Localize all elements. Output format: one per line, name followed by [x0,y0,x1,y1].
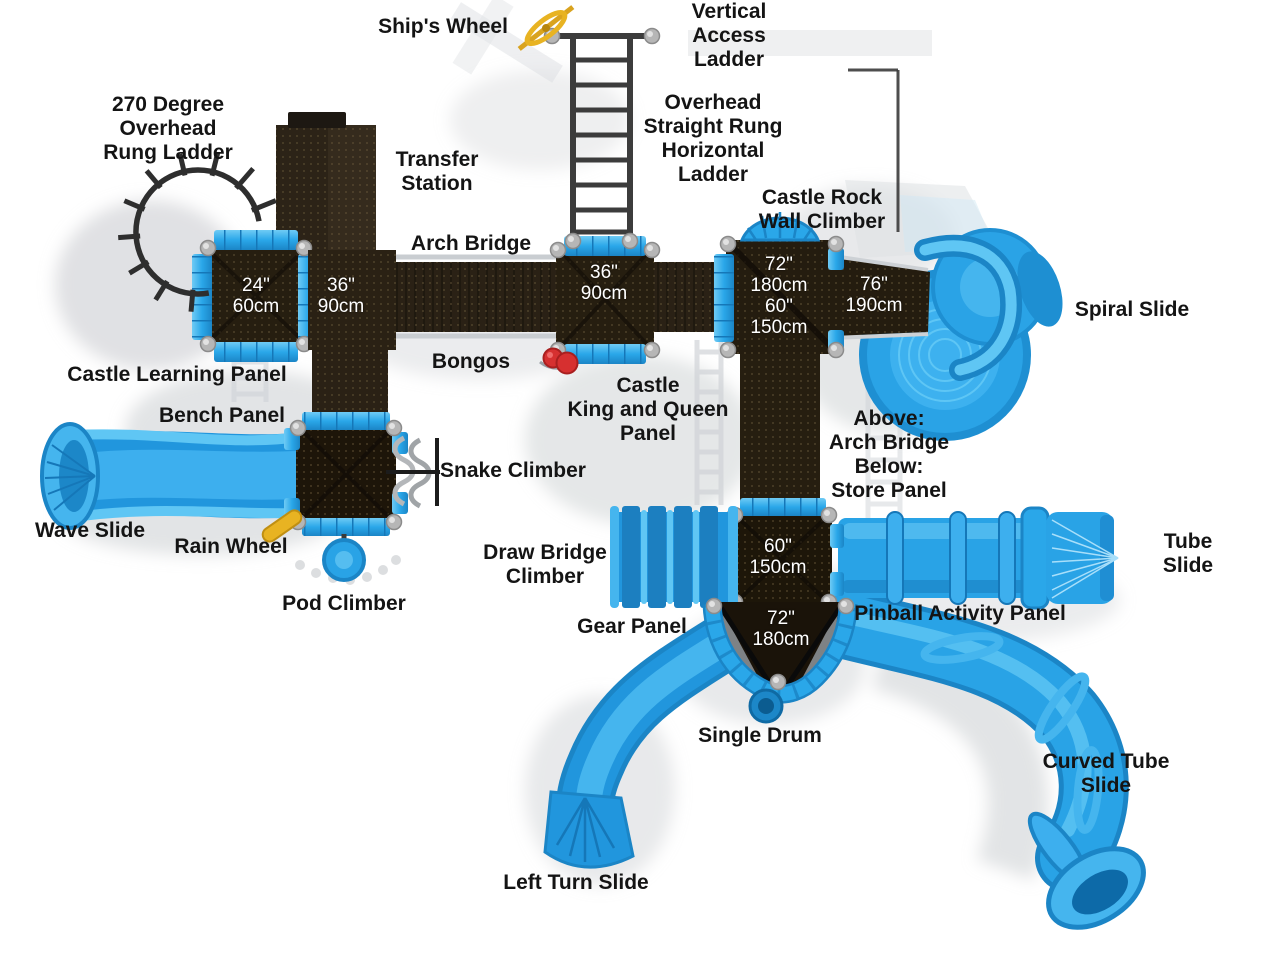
walkway-down-right [740,352,820,504]
deck-24-60-graphic [192,230,318,362]
label-gear-panel: Gear Panel [577,615,687,638]
rain-wheel-graphic [261,509,303,543]
draw-bridge-climber-graphic [610,506,738,608]
label-tube-slide: Tube Slide [1162,530,1214,577]
deck-size-72-180-bottom: 72" 180cm [752,608,810,650]
deck-bench-graphic [284,412,408,536]
label-bongos: Bongos [431,350,511,373]
deck-castle-graphic [714,68,900,359]
tube-slide-graphic [838,506,1119,610]
arch-bridge-graphic [394,254,558,339]
label-pinball-activity-panel: Pinball Activity Panel [854,602,1066,625]
deck-36-90-left-graphic [308,250,396,350]
label-overhead-270-rung-ladder: 270 Degree Overhead Rung Ladder [103,93,233,164]
overhead-270-ladder-graphic [118,151,277,312]
label-transfer-station: Transfer Station [395,148,479,195]
ships-wheel-graphic [517,5,575,51]
label-bench-panel: Bench Panel [158,404,286,427]
bongos-graphic [539,347,579,375]
label-pod-climber: Pod Climber [282,592,406,615]
deck-60-150-lower-graphic [726,498,844,611]
ghost-ladder-center [694,340,724,505]
deck-size-36-90-left: 36" 90cm [317,275,365,317]
label-above-below-note: Above: Arch Bridge Below: Store Panel [828,407,950,502]
ghost-structures [231,0,1000,585]
deck-size-72-180-60-150: 72" 180cm 60" 150cm [750,254,808,338]
label-single-drum: Single Drum [698,724,822,747]
snake-climber-graphic [386,435,440,509]
label-castle-learning-panel: Castle Learning Panel [67,363,287,386]
label-arch-bridge: Arch Bridge [410,232,532,255]
deck-size-76-190: 76" 190cm [845,274,903,316]
label-spiral-slide: Spiral Slide [1074,298,1190,321]
deck-72-180-bottom-graphic [702,597,858,704]
curved-tube-slide-graphic [803,587,1146,930]
single-drum-graphic [748,688,784,724]
deck-size-36-90-center: 36" 90cm [580,262,628,304]
label-castle-king-and-queen-panel: Castle King and Queen Panel [567,374,729,445]
label-ships-wheel: Ship's Wheel [378,15,508,38]
label-curved-tube-slide: Curved Tube Slide [1042,750,1170,797]
label-rain-wheel: Rain Wheel [174,535,288,558]
label-overhead-straight-rung-ladder: Overhead Straight Rung Horizontal Ladder [643,91,783,186]
label-snake-climber: Snake Climber [440,459,586,482]
left-turn-slide-graphic [543,617,747,869]
overhead-straight-ladder-graphic [543,27,661,250]
label-vertical-access-ladder: Vertical Access Ladder [691,0,767,71]
label-wave-slide: Wave Slide [34,519,146,542]
deck-36-90-center-graphic [549,236,661,364]
deck-size-60-150-lower: 60" 150cm [749,536,807,578]
label-castle-rock-wall-climber: Castle Rock Wall Climber [758,186,886,233]
label-draw-bridge-climber: Draw Bridge Climber [483,541,607,588]
label-left-turn-slide: Left Turn Slide [503,871,649,894]
ramp-76-graphic [832,254,930,340]
pod-climber-graphic [322,534,366,582]
wave-slide-graphic [40,422,340,530]
deck-size-24-60: 24" 60cm [232,275,280,317]
